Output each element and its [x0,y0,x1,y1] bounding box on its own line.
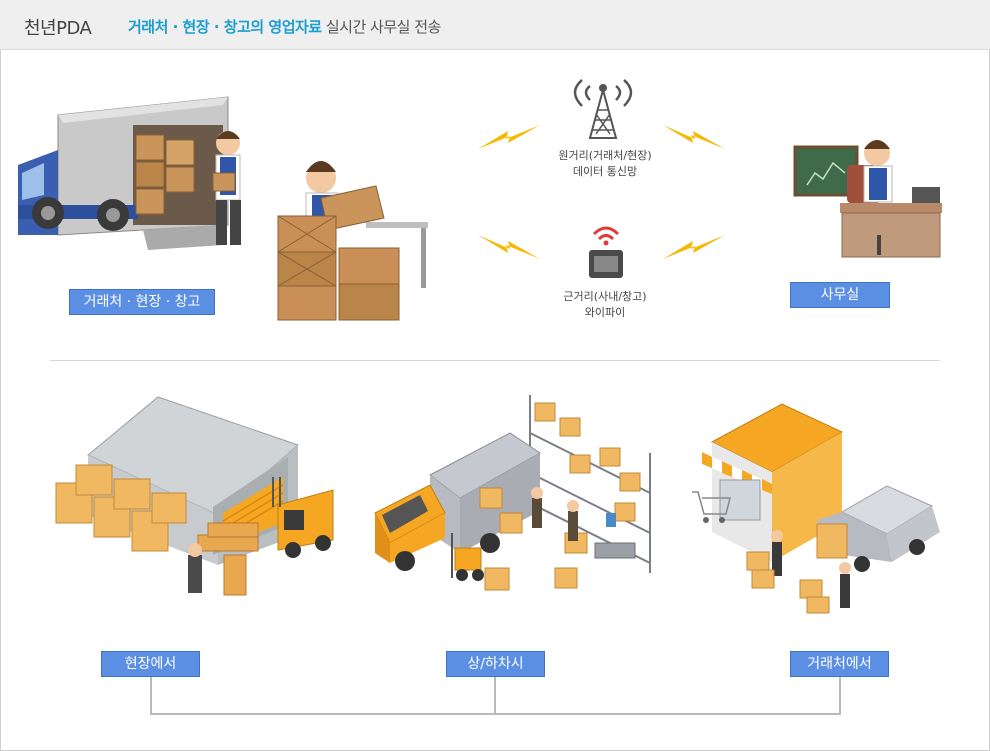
office-worker-icon [793,140,942,258]
lightning-icon [478,235,540,259]
connector-line-right [839,677,841,714]
section-divider [50,360,940,361]
source-label: 거래처 · 현장 · 창고 [69,289,215,315]
tagline-highlight: 거래처 · 현장 · 창고의 영업자료 [128,18,322,36]
short-range-line2: 와이파이 [584,306,626,319]
connector-line-horizontal [150,713,841,715]
bottom-label-site: 현장에서 [101,651,200,677]
bottom-label-loading: 상/하차시 [446,651,545,677]
short-range-caption: 근거리(사내/창고) 와이파이 [535,289,675,321]
connector-line-left [150,677,152,714]
bottom-label-client: 거래처에서 [790,651,889,677]
lightning-icon [478,125,540,149]
brand-title: 천년PDA [24,18,92,39]
forklift-icon [374,395,651,591]
short-range-line1: 근거리(사내/창고) [563,290,647,303]
long-range-line2: 데이터 통신망 [572,165,638,178]
lightning-icon [663,125,725,149]
header-bar: 천년PDA 거래처 · 현장 · 창고의 영업자료 실시간 사무실 전송 [0,0,990,50]
long-range-caption: 원거리(거래처/현장) 데이터 통신망 [535,148,675,180]
tagline: 거래처 · 현장 · 창고의 영업자료 실시간 사무실 전송 [128,16,441,37]
cell-tower-icon [573,79,633,139]
shop-icon [692,403,940,614]
long-range-line1: 원거리(거래처/현장) [558,149,652,162]
worker-icon [277,161,428,321]
connector-line-mid [494,677,496,714]
wifi-router-icon [589,226,623,278]
lightning-icon [663,235,725,259]
tagline-rest: 실시간 사무실 전송 [321,18,441,36]
warehouse-icon [55,396,334,596]
office-label: 사무실 [790,282,890,308]
truck-icon [18,96,241,250]
